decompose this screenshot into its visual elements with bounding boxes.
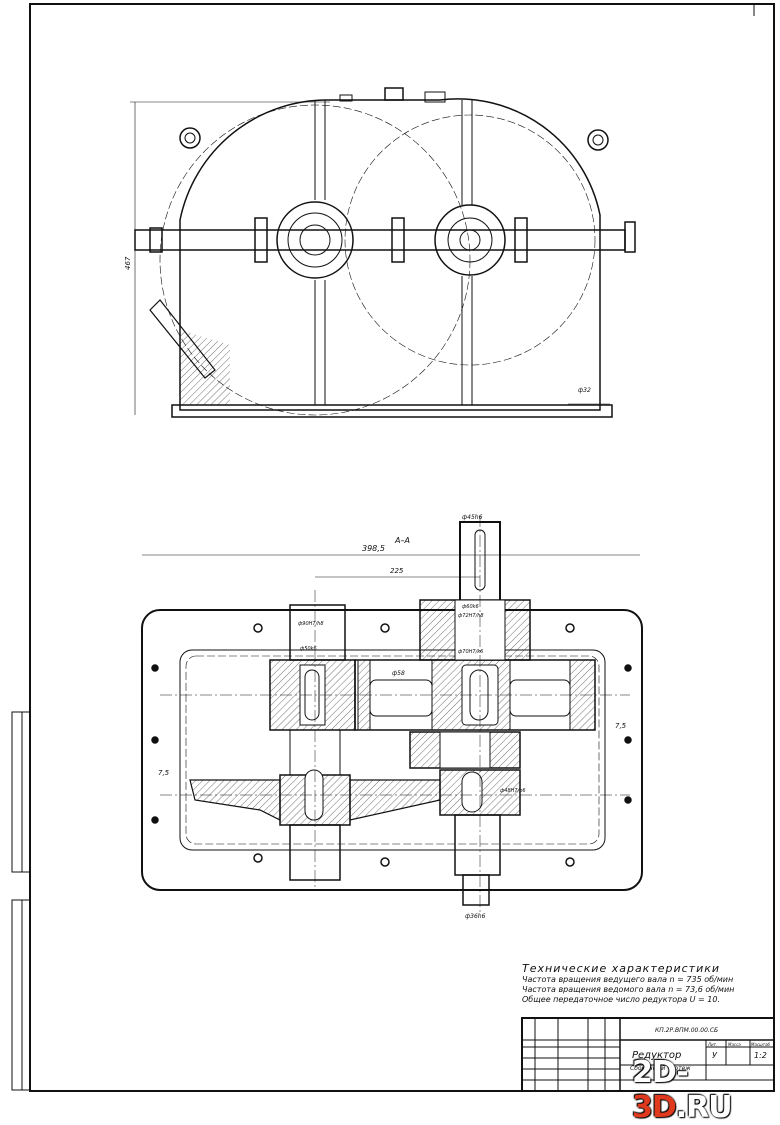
clearance-right-dim: 7,5: [615, 722, 627, 730]
overall-length-dim: 398,5: [362, 544, 385, 553]
tech-line: Частота вращения ведущего вала n = 735 о…: [522, 975, 734, 984]
watermark-part: 2D-: [632, 1055, 689, 1090]
fit-label: ф70H7/k6: [458, 649, 483, 655]
drawing-designation: КП.2Р.ВПМ.00.00.СБ: [655, 1027, 718, 1034]
letter-value: У: [712, 1051, 718, 1060]
scale-header: Масштаб: [751, 1042, 771, 1047]
letter-header: Лит.: [707, 1042, 717, 1047]
height-dim: 467: [124, 256, 132, 270]
fit-label: ф48H7/p6: [500, 788, 526, 794]
clearance-left-dim: 7,5: [158, 769, 170, 777]
tech-title: Технические характеристики: [522, 962, 721, 975]
tech-line: Частота вращения ведомого вала n = 73,6 …: [522, 985, 735, 994]
technical-characteristics: Технические характеристики Частота враще…: [522, 962, 734, 1005]
mass-header: Масса: [728, 1042, 741, 1047]
hub-dim: ф58: [392, 670, 405, 677]
watermark-part: 3D: [632, 1090, 677, 1125]
drawing-subtitle: Сборочный чертеж: [630, 1065, 691, 1072]
watermark-part: .RU: [675, 1090, 733, 1125]
section-view: 398,5 225 А–А ф45h6 ф36h6 7,5 7,5 ф58 ф9…: [141, 387, 643, 920]
base-dim: ф32: [578, 387, 591, 394]
left-strip-lower: [11, 899, 31, 1091]
side-view: 467: [124, 87, 636, 418]
fit-label: ф90H7/h8: [298, 621, 324, 627]
watermark-logo: 2D-3D.RU: [632, 1055, 780, 1125]
center-distance-dim: 225: [390, 567, 404, 575]
scale-value: 1:2: [754, 1051, 767, 1060]
section-label: А–А: [394, 536, 410, 545]
drawing-sheet: 467: [11, 3, 775, 1092]
fit-label: ф60k6: [462, 604, 479, 610]
title-block: КП.2Р.ВПМ.00.00.СБ Редуктор Сборочный че…: [521, 1017, 775, 1092]
drawing-name: Редуктор: [632, 1050, 681, 1061]
fit-label: ф72H7/h8: [458, 613, 484, 619]
output-shaft-dim: ф45h6: [462, 514, 483, 521]
input-shaft-dim: ф36h6: [465, 913, 486, 920]
tech-line: Общее передаточное число редуктора U = 1…: [522, 995, 721, 1004]
left-strip-upper: [11, 711, 31, 873]
fit-label: ф50k6: [300, 646, 317, 652]
sheet-frame: [29, 3, 775, 1092]
